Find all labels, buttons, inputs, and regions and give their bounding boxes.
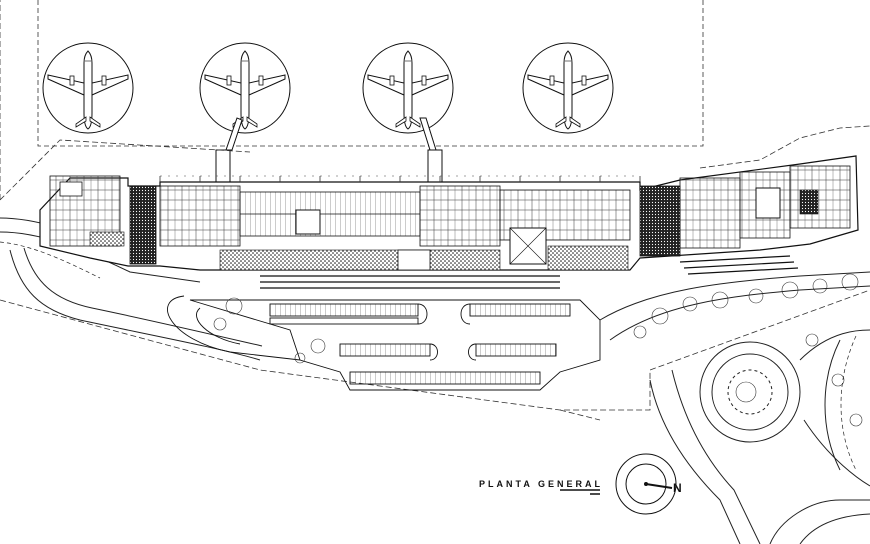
title-underline [560, 489, 600, 495]
plan-title: PLANTA GENERAL [479, 479, 603, 489]
north-compass [615, 453, 677, 515]
aircraft-stand-3 [362, 42, 454, 134]
north-label: N [673, 481, 682, 495]
parking-area [167, 295, 601, 391]
access-road-east [599, 271, 870, 544]
curbside-lanes [260, 255, 799, 289]
aircraft-stand-2 [199, 42, 291, 134]
terminal-building [39, 155, 859, 271]
aircraft-stand-4 [522, 42, 614, 134]
boarding-bridges [215, 117, 443, 191]
aircraft-stand-1 [42, 42, 134, 134]
apron-boundary [37, 0, 704, 147]
landscape-trees [213, 273, 863, 427]
site-boundary [0, 0, 870, 421]
